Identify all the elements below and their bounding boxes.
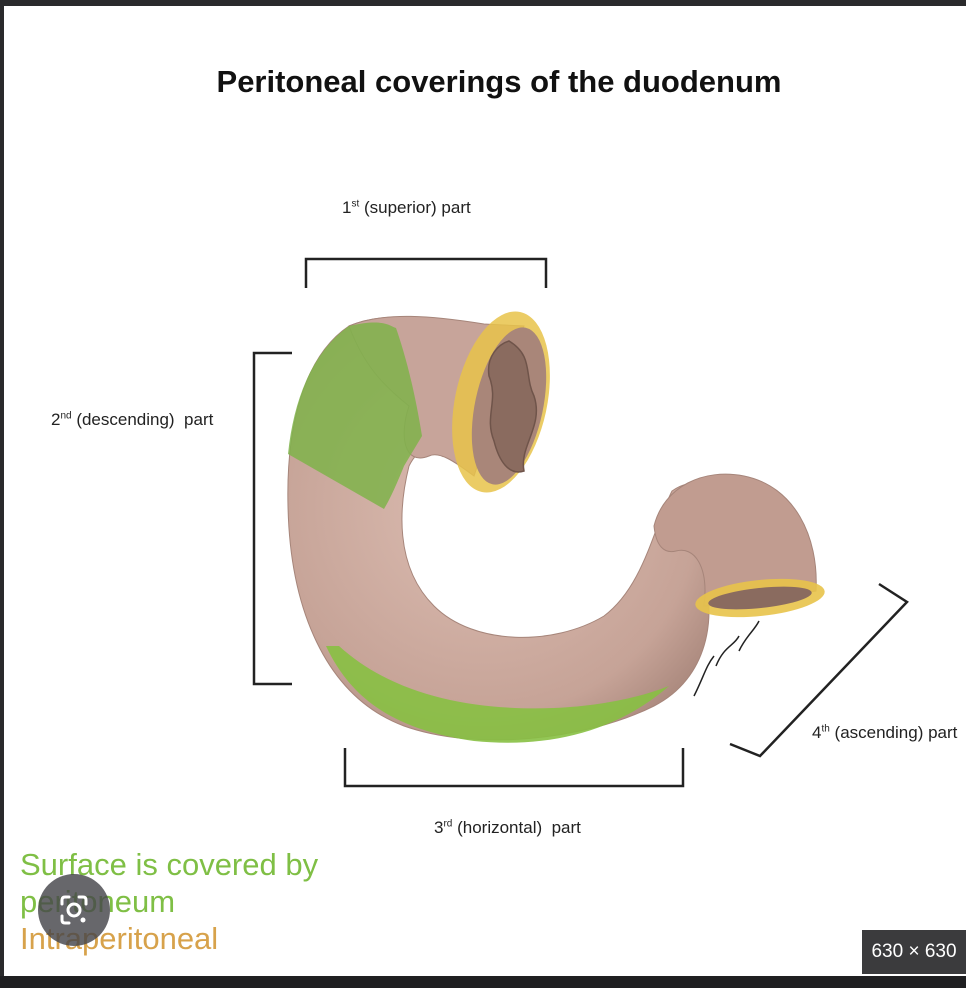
label-superior-part: 1st (superior) part [342, 198, 471, 218]
ordinal-suffix: nd [60, 410, 71, 421]
part-name: (superior) part [359, 198, 470, 217]
viewer-bottom-edge [0, 976, 966, 988]
label-ascending-part: 4th (ascending) part [812, 723, 957, 743]
label-descending-part: 2nd (descending) part [51, 410, 213, 430]
part-name: (descending) part [72, 410, 214, 429]
google-lens-button[interactable] [38, 874, 110, 946]
part-name: (ascending) part [830, 723, 958, 742]
part-name: (horizontal) part [452, 818, 581, 837]
bracket-descending [254, 353, 292, 684]
ordinal-suffix: th [821, 723, 829, 734]
bracket-superior [306, 259, 546, 288]
bracket-horizontal [345, 748, 683, 786]
image-viewer: Peritoneal coverings of the duodenum [4, 6, 966, 976]
label-horizontal-part: 3rd (horizontal) part [434, 818, 581, 838]
google-lens-icon [54, 890, 94, 930]
image-size-badge: 630 × 630 [862, 930, 966, 974]
